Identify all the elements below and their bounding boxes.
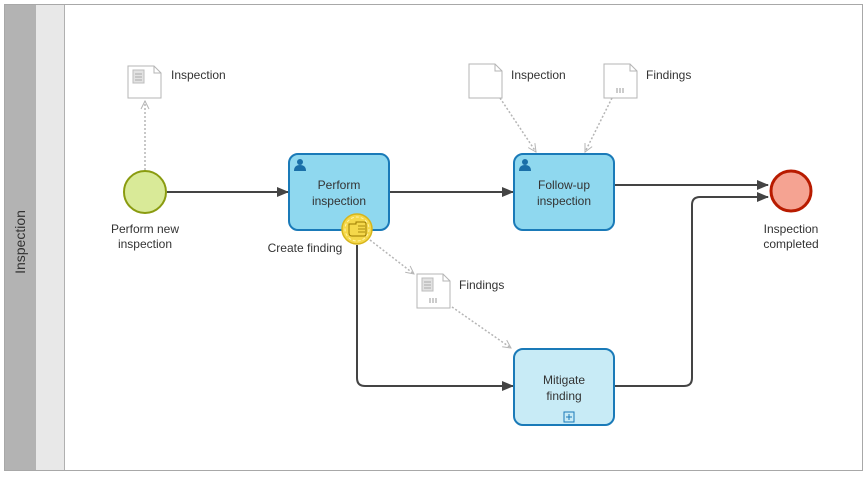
data-object-findings-followup[interactable]: Findings xyxy=(603,63,691,99)
task-label-line1: Mitigate xyxy=(543,373,585,387)
document-lines-icon xyxy=(132,69,145,84)
lane-header[interactable] xyxy=(36,5,65,470)
task-perform-inspection[interactable]: Perform inspection xyxy=(288,153,390,231)
data-object-label: Findings xyxy=(646,68,691,82)
end-event[interactable]: Inspection completed xyxy=(763,169,819,251)
boundary-event-create-finding[interactable]: Create finding xyxy=(268,213,373,255)
flow-mitigate-to-end[interactable] xyxy=(615,192,769,387)
user-icon xyxy=(519,159,531,171)
task-label-line2: inspection xyxy=(537,194,591,208)
association-findings-to-mitigate[interactable] xyxy=(451,306,511,348)
data-object-findings-boundary[interactable]: Findings xyxy=(416,273,504,309)
data-object-inspection-start[interactable]: Inspection xyxy=(127,65,226,99)
subprocess-mitigate-finding[interactable]: Mitigate finding xyxy=(513,348,615,426)
plus-box-icon[interactable] xyxy=(563,411,575,423)
task-label-line1: Follow-up xyxy=(538,178,590,192)
user-icon xyxy=(294,159,306,171)
data-object-label: Inspection xyxy=(171,68,226,82)
document-lines-icon xyxy=(421,277,434,292)
hand-icon xyxy=(348,221,367,237)
data-associations xyxy=(145,97,613,348)
association-findings-to-followup[interactable] xyxy=(584,97,613,152)
association-boundary-to-findings[interactable] xyxy=(369,239,414,274)
boundary-event-label: Create finding xyxy=(268,241,343,255)
collection-icon xyxy=(429,298,437,303)
collection-icon xyxy=(616,88,624,93)
task-label-line2: finding xyxy=(546,389,581,403)
task-follow-up-inspection[interactable]: Follow-up inspection xyxy=(513,153,615,231)
flow-boundary-to-mitigate[interactable] xyxy=(356,245,514,391)
end-event-label-line1: Inspection xyxy=(764,222,819,236)
association-inspection-to-followup[interactable] xyxy=(499,97,537,152)
data-object-label: Findings xyxy=(459,278,504,292)
data-object-inspection-followup[interactable]: Inspection xyxy=(468,63,566,99)
start-event-label-line2: inspection xyxy=(118,237,172,251)
task-label-line2: inspection xyxy=(312,194,366,208)
pool-header[interactable] xyxy=(5,5,36,470)
sequence-flows xyxy=(167,180,769,391)
start-event-label-line1: Perform new xyxy=(111,222,179,236)
data-object-label: Inspection xyxy=(511,68,566,82)
start-event[interactable]: Perform new inspection xyxy=(111,170,179,251)
task-label-line1: Perform xyxy=(318,178,361,192)
end-event-label-line2: completed xyxy=(763,237,818,251)
